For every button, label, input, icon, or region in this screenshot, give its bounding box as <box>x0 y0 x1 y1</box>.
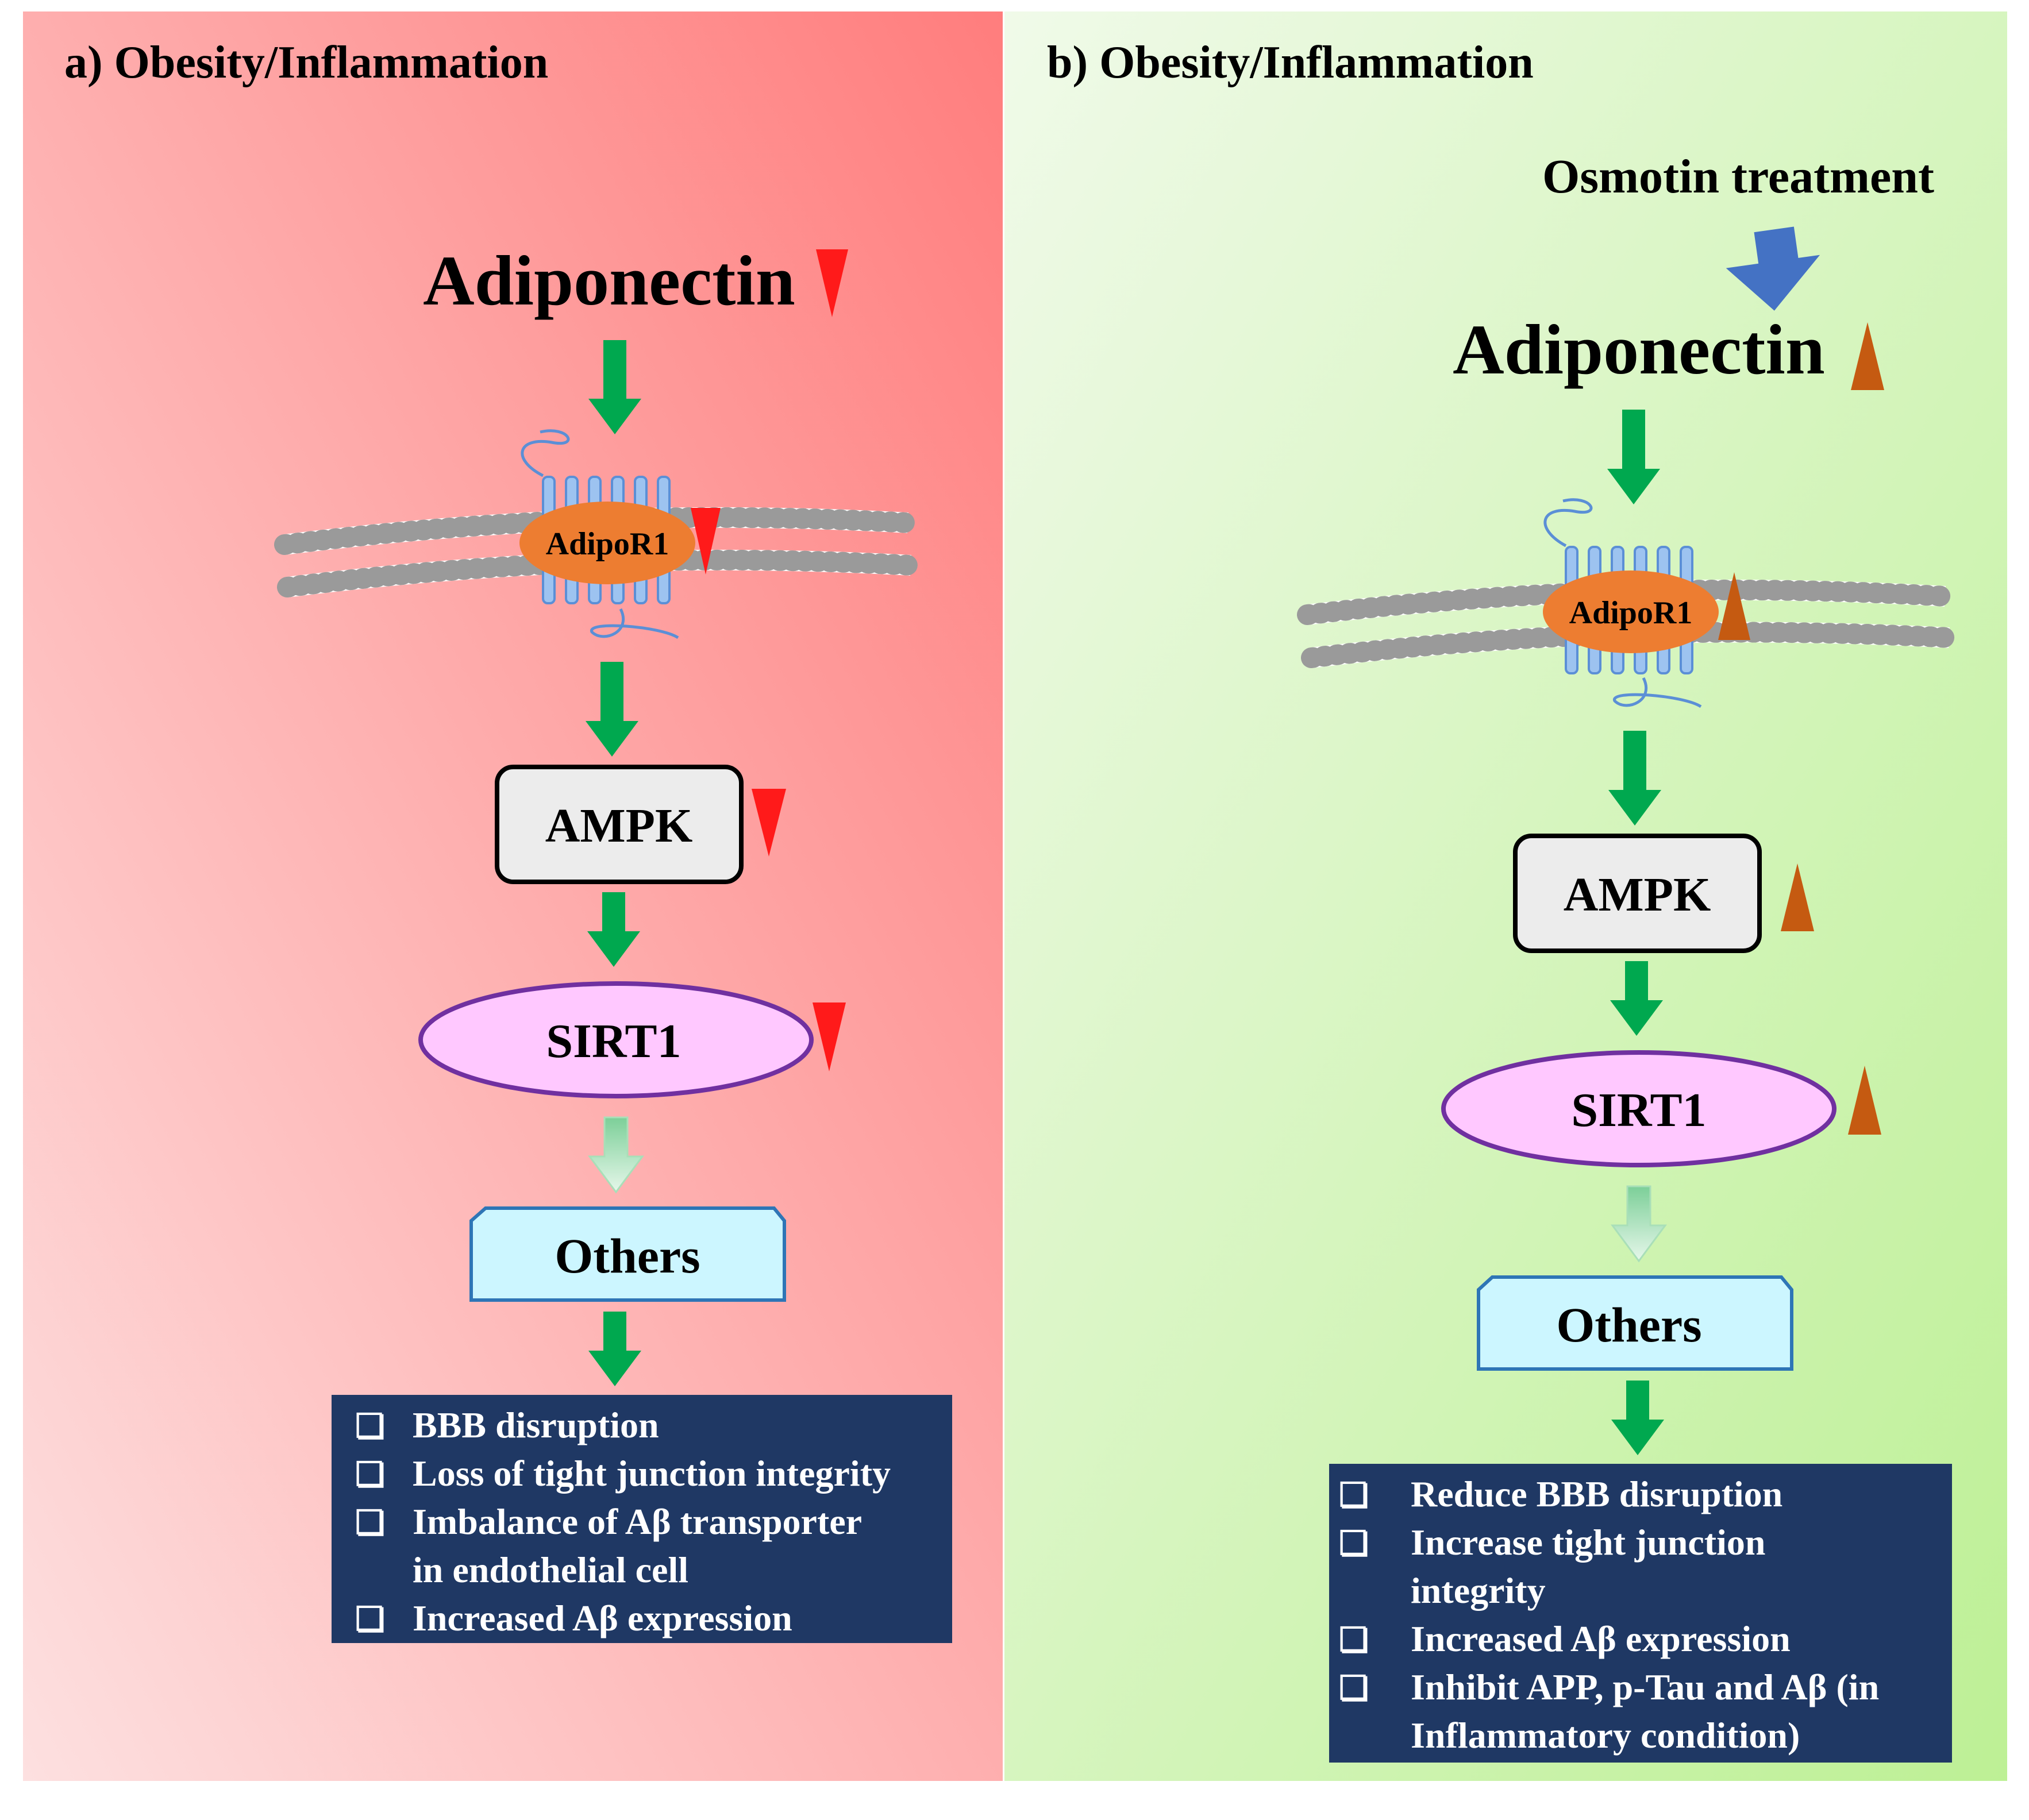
ampk-label: AMPK <box>545 799 693 853</box>
adiponectin-trend-icon <box>816 249 848 317</box>
arrow-ampk-to-sirt1 <box>587 892 640 967</box>
outcome-item: Increase tight junction <box>1411 1522 1765 1563</box>
outcome-item: Increased Aβ expression <box>1411 1618 1791 1659</box>
outcome-bullet-icon: ❏ <box>355 1456 385 1493</box>
ampk-box <box>495 765 744 884</box>
outcome-item: Inhibit APP, p-Tau and Aβ (in <box>1411 1667 1879 1707</box>
ampk-trend-icon <box>1781 863 1814 931</box>
faded-arrow-sirt1-to-others <box>588 1116 644 1194</box>
arrow-adiponectin-to-receptor <box>588 340 641 434</box>
outcome-bullet-icon: ❏ <box>1339 1476 1369 1514</box>
arrow-receptor-to-ampk <box>586 662 638 757</box>
treatment-arrow-icon <box>1726 226 1820 311</box>
others-label: Others <box>555 1228 700 1283</box>
receptor-n-terminus-loop <box>521 429 570 477</box>
faded-arrow-sirt1-to-others <box>1611 1185 1667 1263</box>
osmotin-treatment-label: Osmotin treatment <box>1542 150 1934 203</box>
others-box <box>469 1206 786 1302</box>
panel-a-title: a) Obesity/Inflammation <box>64 37 548 88</box>
outcomes-list-a: ❏ BBB disruption ❏ Loss of tight junctio… <box>355 1405 891 1638</box>
outcome-item: Increased Aβ expression <box>413 1598 792 1638</box>
outcome-bullet-icon: ❏ <box>1339 1525 1369 1562</box>
outcome-item-continued: integrity <box>1411 1570 1546 1611</box>
outcome-item: Loss of tight junction integrity <box>413 1453 891 1494</box>
sirt1-label: SIRT1 <box>546 1015 681 1068</box>
arrow-ampk-to-sirt1 <box>1610 961 1663 1036</box>
arrow-adiponectin-to-receptor <box>1607 410 1660 504</box>
outcomes-list-b: ❏ Reduce BBB disruption ❏ Increase tight… <box>1339 1474 1879 1756</box>
adipor1-receptor <box>519 502 695 584</box>
outcome-bullet-icon: ❏ <box>1339 1621 1369 1659</box>
sirt1-trend-icon <box>813 1002 846 1071</box>
adipor1-label: AdipoR1 <box>546 526 669 562</box>
arrow-receptor-to-ampk <box>1608 731 1661 826</box>
receptor-n-terminus-loop <box>1543 498 1593 547</box>
outcome-item: BBB disruption <box>413 1405 659 1445</box>
ampk-trend-icon <box>752 789 786 857</box>
others-box <box>1477 1275 1793 1371</box>
adiponectin-trend-icon <box>1851 322 1884 390</box>
receptor-c-terminus-loop <box>1613 677 1702 708</box>
sirt1-node <box>418 981 814 1098</box>
ampk-box <box>1513 834 1762 953</box>
adipor1-trend-icon <box>691 508 721 574</box>
adiponectin-label: Adiponectin <box>1453 310 1825 389</box>
adiponectin-label: Adiponectin <box>423 241 795 320</box>
outcome-item-continued: Inflammatory condition) <box>1411 1715 1800 1756</box>
outcome-item: Imbalance of Aβ transporter <box>413 1501 862 1542</box>
outcome-bullet-icon: ❏ <box>355 1408 385 1445</box>
sirt1-trend-icon <box>1848 1066 1881 1135</box>
outcome-item-continued: in endothelial cell <box>413 1549 688 1590</box>
adipor1-label: AdipoR1 <box>1569 595 1693 631</box>
panel-b-title: b) Obesity/Inflammation <box>1047 37 1534 88</box>
adipor1-receptor <box>1543 570 1719 653</box>
others-label: Others <box>1556 1297 1701 1352</box>
arrow-others-to-outcomes <box>588 1312 641 1386</box>
arrow-others-to-outcomes <box>1611 1381 1664 1455</box>
outcome-bullet-icon: ❏ <box>1339 1669 1369 1707</box>
outcomes-box-b <box>1329 1464 1952 1763</box>
outcome-bullet-icon: ❏ <box>355 1601 385 1638</box>
outcome-bullet-icon: ❏ <box>355 1504 385 1541</box>
sirt1-label: SIRT1 <box>1571 1083 1706 1137</box>
panel-a: a) Obesity/Inflammation Adiponectin Adip… <box>23 11 1003 1781</box>
panel-b: b) Obesity/Inflammation Osmotin treatmen… <box>1004 11 2007 1781</box>
outcome-item: Reduce BBB disruption <box>1411 1474 1782 1514</box>
receptor-c-terminus-loop <box>590 608 679 639</box>
adipor1-trend-icon <box>1718 572 1750 640</box>
ampk-label: AMPK <box>1564 868 1711 921</box>
outcomes-box-a <box>332 1395 952 1643</box>
sirt1-node <box>1441 1050 1837 1167</box>
